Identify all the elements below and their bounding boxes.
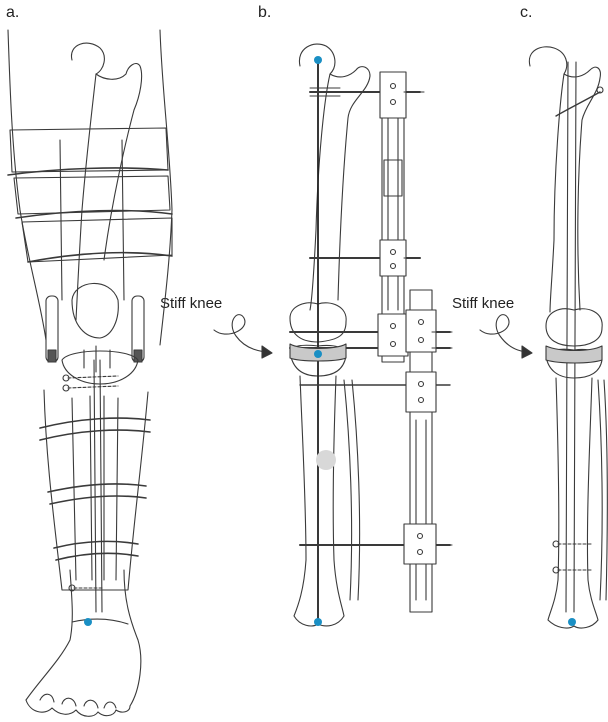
- panel-b-stiff-knee-annotation: Stiff knee: [160, 295, 223, 312]
- panel-a-knee-femur: [71, 282, 119, 339]
- panel-c-fibula: [597, 379, 608, 601]
- panel-c-stiff-knee-annotation: Stiff knee: [452, 295, 515, 312]
- panel-a-ankle: [25, 569, 142, 707]
- panel-a-femur-head: [71, 42, 143, 261]
- panel-a-thigh-strap-1: [7, 167, 169, 176]
- panel-c-proximal-screw: [555, 91, 601, 117]
- panel-c-arrow: [479, 314, 531, 353]
- panel-a-thigh-outline-right: [159, 29, 173, 346]
- panel-c-tibia: [547, 377, 599, 629]
- panel-b-femoral-condyles: [289, 302, 347, 343]
- panel-b-fibula: [343, 379, 361, 601]
- panel-a-shank-strap-2: [47, 483, 147, 493]
- panel-a-thigh-outline: [7, 29, 47, 341]
- panel-a-shank-strap-1: [39, 417, 151, 429]
- panel-b-tibia-shadow: [316, 450, 336, 470]
- panel-b-hip-center-marker: [314, 56, 322, 64]
- panel-c-ankle-center-marker: [568, 618, 576, 626]
- panel-a-label: a.: [6, 4, 20, 21]
- panel-a-ankle-center-marker: [84, 618, 92, 626]
- panel-b-arrow: [213, 314, 271, 353]
- panel-b-ankle-center-marker: [314, 618, 322, 626]
- panel-b-tibia: [293, 375, 345, 627]
- panel-a-shank-cuff: [43, 389, 149, 591]
- panel-a-leg-cast-brace: [7, 29, 173, 717]
- panel-c-label: c.: [520, 4, 533, 21]
- panel-a-thigh-strap-3: [27, 251, 173, 263]
- panel-a-tibia-rod: [93, 359, 103, 613]
- panel-b-knee-center-marker: [314, 350, 322, 358]
- panel-b-label: b.: [258, 4, 272, 21]
- panel-a-foot: [25, 699, 131, 717]
- panel-b-rail-2: [409, 289, 433, 613]
- panel-a-thigh-strap-2: [15, 209, 173, 219]
- panel-b-femur: [298, 43, 371, 301]
- panel-c-intramedullary-nail: [528, 46, 608, 629]
- panel-c-nail: [565, 61, 577, 613]
- panel-c-femoral-condyles: [545, 308, 603, 347]
- panel-c-fused-joint-band: [545, 345, 603, 364]
- panel-b-external-fixator: [289, 43, 453, 627]
- panel-c-femur: [528, 46, 601, 311]
- panel-a-shank-strap-3: [53, 540, 139, 549]
